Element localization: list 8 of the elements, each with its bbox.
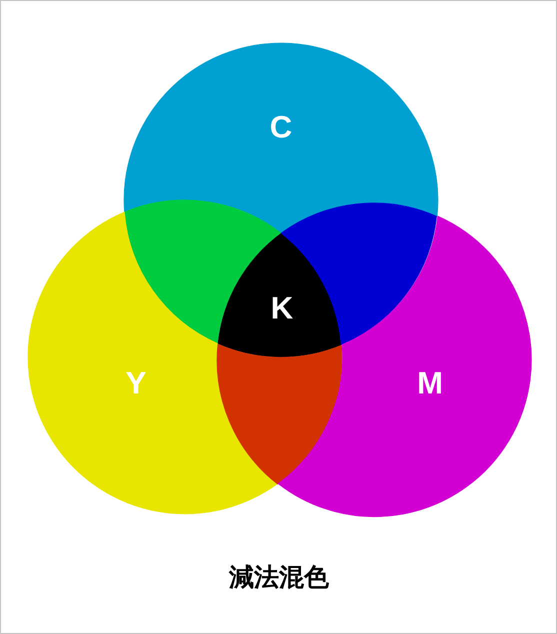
- circle-region: [124, 43, 438, 234]
- circle-label: Y: [126, 367, 146, 398]
- overlap-region: [217, 344, 342, 484]
- caption: 減法混色: [229, 563, 329, 591]
- center-overlap-region: [218, 233, 342, 357]
- circle-label: M: [417, 367, 443, 398]
- region-label: K: [270, 292, 294, 324]
- circle-label: C: [270, 111, 292, 142]
